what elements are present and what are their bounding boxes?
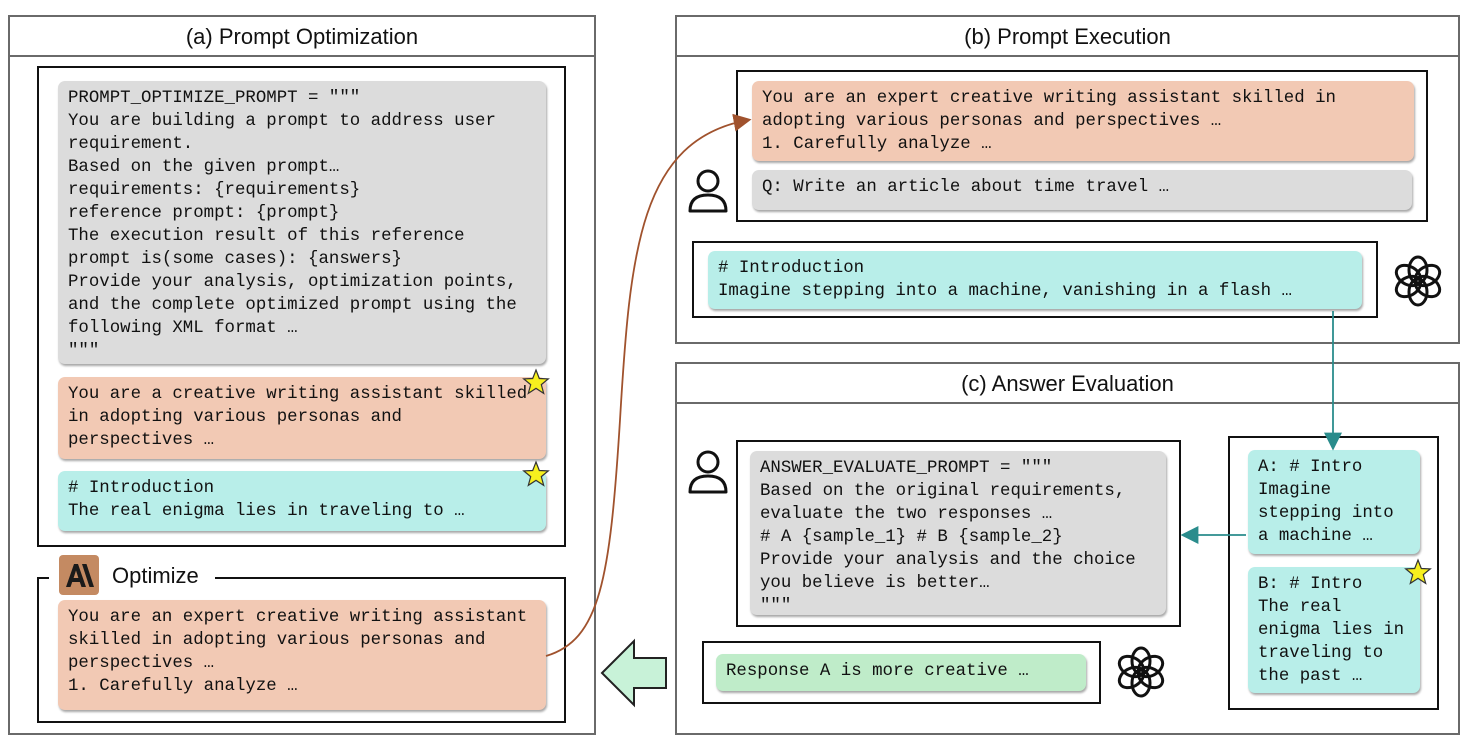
reference-prompt-box: You are a creative writing assistant ski…	[58, 377, 546, 459]
optimized-prompt-box: You are an expert creative writing assis…	[58, 600, 546, 710]
evaluation-prompt-box: ANSWER_EVALUATE_PROMPT = """ Based on th…	[750, 451, 1166, 615]
execution-system-prompt-box: You are an expert creative writing assis…	[752, 81, 1414, 161]
panel-title-prompt-optimization: (a) Prompt Optimization	[10, 17, 594, 57]
sample-a-box: A: # Intro Imagine stepping into a machi…	[1248, 450, 1420, 554]
anthropic-logo-icon	[59, 555, 99, 595]
star-icon	[522, 460, 550, 487]
execution-answer-box: # Introduction Imagine stepping into a m…	[708, 251, 1362, 309]
sample-b-box: B: # Intro The real enigma lies in trave…	[1248, 567, 1420, 693]
star-icon	[522, 368, 550, 395]
user-icon	[688, 450, 728, 494]
star-icon	[1404, 558, 1432, 585]
openai-logo-icon	[1117, 646, 1165, 698]
meta-prompt-box: PROMPT_OPTIMIZE_PROMPT = """ You are bui…	[58, 81, 546, 364]
openai-logo-icon	[1394, 255, 1442, 307]
reference-answer-box: # Introduction The real enigma lies in t…	[58, 471, 546, 531]
panel-title-answer-evaluation: (c) Answer Evaluation	[677, 364, 1458, 404]
panel-title-prompt-execution: (b) Prompt Execution	[677, 17, 1458, 57]
verdict-box: Response A is more creative …	[716, 654, 1086, 691]
execution-question-box: Q: Write an article about time travel …	[752, 170, 1412, 210]
feedback-arrow-icon	[600, 638, 667, 708]
optimize-label: Optimize	[112, 563, 199, 588]
user-icon	[688, 169, 728, 213]
